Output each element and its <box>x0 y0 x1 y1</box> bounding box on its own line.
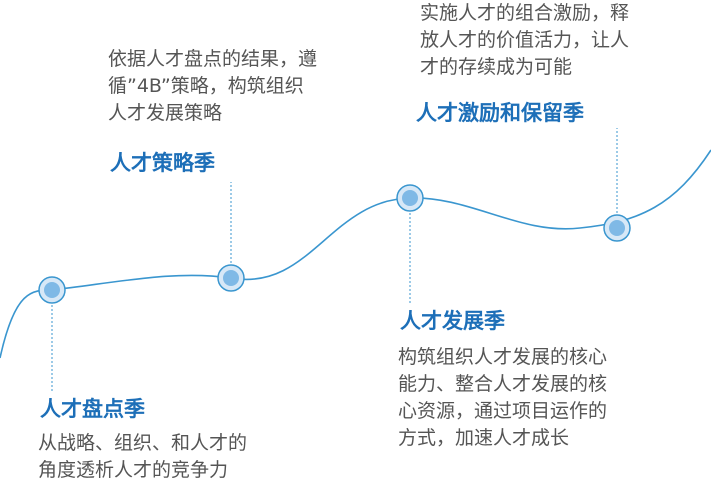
stage-3-description: 构筑组织人才发展的核心 能力、整合人才发展的核 心资源，通过项目运作的 方式，加… <box>398 344 607 452</box>
stage-2-description: 依据人才盘点的结果，遵 循”4B”策略，构筑组织 人才发展策略 <box>108 46 317 127</box>
stage-nodes <box>38 184 631 304</box>
stage-node-1 <box>38 276 66 304</box>
stage-3-title: 人才发展季 <box>400 309 505 333</box>
stage-node-2 <box>217 264 245 292</box>
stage-3-desc-line: 心资源，通过项目运作的 <box>398 400 608 422</box>
stage-2-desc-line: 依据人才盘点的结果，遵 <box>108 48 318 70</box>
stage-3-desc-line: 构筑组织人才发展的核心 <box>398 346 608 368</box>
stage-2-title: 人才策略季 <box>110 151 215 175</box>
wave-curve <box>0 149 711 359</box>
stage-4-description: 实施人才的组合激励，释 放人才的价值活力，让人 才的存续成为可能 <box>420 0 629 81</box>
stage-3-desc-line: 能力、整合人才发展的核 <box>398 373 608 395</box>
stage-3-desc-line: 方式，加速人才成长 <box>398 427 570 449</box>
stage-4-desc-line: 放人才的价值活力，让人 <box>420 29 630 51</box>
connector-lines <box>51 128 618 393</box>
stage-node-4 <box>603 214 631 242</box>
stage-node-3 <box>396 184 424 212</box>
stage-1-title: 人才盘点季 <box>40 397 145 421</box>
stage-4-desc-line: 实施人才的组合激励，释 <box>420 2 630 24</box>
stage-4-title: 人才激励和保留季 <box>416 101 584 125</box>
stage-2-desc-line: 人才发展策略 <box>108 102 223 124</box>
stage-2-desc-line: 循”4B”策略，构筑组织 <box>108 75 304 97</box>
stage-1-desc-line: 从战略、组织、和人才的 <box>38 432 248 454</box>
stage-1-desc-line: 角度透析人才的竞争力 <box>38 459 229 481</box>
stage-1-description: 从战略、组织、和人才的 角度透析人才的竞争力 <box>38 430 247 484</box>
stage-4-desc-line: 才的存续成为可能 <box>420 56 573 78</box>
